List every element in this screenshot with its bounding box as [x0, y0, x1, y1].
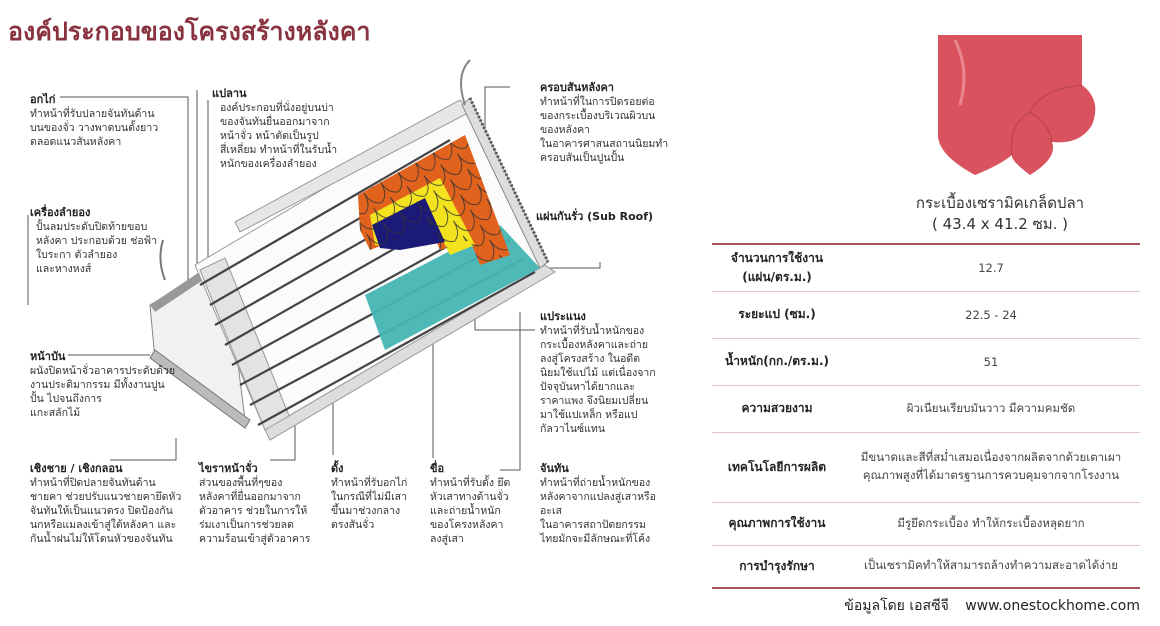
label-ok-kai: อกไก่ ทำหน้าที่รับปลายจันทันด้าน บนของจั… [30, 93, 159, 148]
spec-row: เทคโนโลยีการผลิต มีขนาดและสีที่สม่ำเสมอเ… [712, 432, 1140, 502]
product-name: กระเบื้องเซรามิคเกล็ดปลา [915, 194, 1085, 212]
label-choeng-chai: เชิงชาย / เชิงกลอน ทำหน้าที่ปิดปลายจันทั… [30, 462, 182, 545]
spec-row: ความสวยงาม ผิวเนียนเรียบมันวาว มีความคมช… [712, 385, 1140, 432]
spec-row: คุณภาพการใช้งาน มีรูยึดกระเบื้อง ทำให้กร… [712, 502, 1140, 545]
spec-row: ระยะแป (ซม.) 22.5 - 24 [712, 291, 1140, 338]
label-chai-ra-na-chua: ไขราหน้าจั่ว ส่วนของพื้นที่ๆของ หลังคาที… [199, 462, 311, 545]
label-sub-roof: แผ่นกันรั่ว (Sub Roof) [536, 210, 654, 223]
spec-row: การบำรุงรักษา เป็นเซรามิคทำให้สามารถล้าง… [712, 545, 1140, 588]
product-size: ( 43.4 x 41.2 ซม. ) [931, 215, 1069, 233]
label-khrob-san: ครอบสันหลังคา ทำหน้าที่ในการปิดรอยต่อ ขอ… [540, 81, 669, 164]
credit-url: www.onestockhome.com [965, 598, 1140, 614]
spec-row: น้ำหนัก(กก./ตร.ม.) 51 [712, 338, 1140, 385]
label-pae-ra-naeng: แประแนง ทำหน้าที่รับน้ำหนักของ กระเบื้อง… [540, 310, 656, 435]
source-credit: ข้อมูลโดย เอสซีจี www.onestockhome.com [832, 595, 1140, 617]
credit-by: ข้อมูลโดย เอสซีจี [844, 598, 949, 614]
roof-structure-diagram [27, 59, 601, 471]
roof-tiles [358, 135, 510, 265]
page-title: องค์ประกอบของโครงสร้างหลังคา [8, 17, 371, 46]
label-khrueang-lai-ong: เครื่องลำยอง ปั้นลมประดับปิดท้ายขอบ หลัง… [30, 206, 157, 275]
label-khue: ขื่อ ทำหน้าที่รับดั้ง ยึด หัวเสาทางด้านจ… [430, 462, 511, 545]
label-dang: ดั้ง ทำหน้าที่รับอกไก่ ในกรณีที่ไม่มีเสา… [331, 462, 408, 531]
spec-table: จำนวนการใช้งาน (แผ่น/ตร.ม.) 12.7 ระยะแป … [712, 243, 1140, 589]
label-na-ban: หน้าบัน ผนังปิดหน้าจั่วอาคารประดับด้วย ง… [30, 350, 176, 419]
label-pae-lan: แปลาน องค์ประกอบที่นั่งอยู่บนบ่า ของจันท… [212, 87, 338, 170]
product-title: กระเบื้องเซรามิคเกล็ดปลา ( 43.4 x 41.2 ซ… [880, 193, 1120, 235]
spec-row: จำนวนการใช้งาน (แผ่น/ตร.ม.) 12.7 [712, 244, 1140, 291]
label-chan-than: จันทัน ทำหน้าที่ถ่ายน้ำหนักของ หลังคาจาก… [540, 462, 656, 545]
fish-scale-tile-image [938, 35, 1096, 175]
